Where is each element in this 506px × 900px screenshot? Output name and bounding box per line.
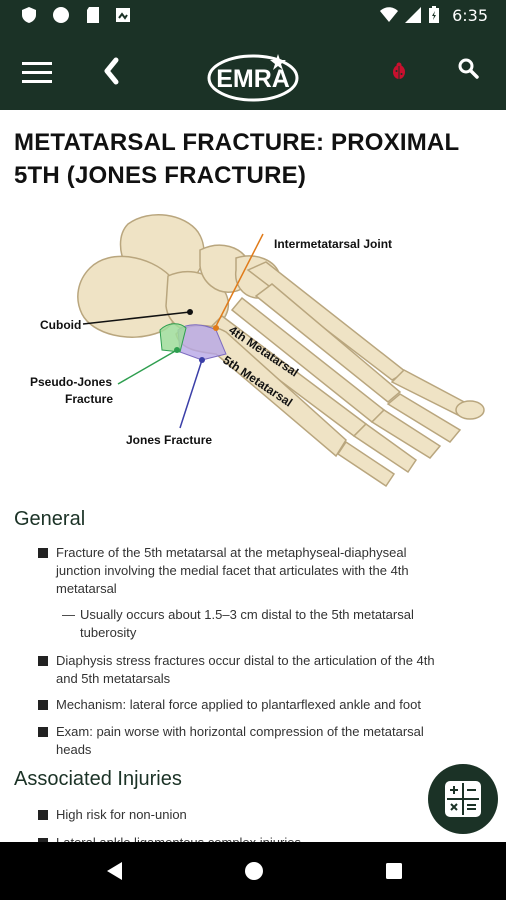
menu-icon[interactable]: [22, 62, 54, 83]
foot-illustration: Intermetatarsal Joint Cuboid Pseudo-Jone…: [30, 213, 485, 488]
app-bar: EMRA: [0, 30, 506, 110]
cast-icon: [116, 8, 130, 22]
bullet-square-icon: [38, 838, 48, 842]
bullet-text: junction involving the medial facet that…: [56, 563, 409, 578]
bullet-text: tuberosity: [80, 625, 137, 640]
dash-icon: —: [62, 607, 75, 622]
bullet-square-icon: [38, 700, 48, 710]
sd-card-icon: [87, 7, 99, 23]
logo-text: EMRA: [216, 65, 290, 93]
status-bar: 6:35: [0, 0, 506, 30]
calculator-icon: [445, 781, 481, 817]
bug-icon[interactable]: [390, 62, 408, 80]
list-item: Mechanism: lateral force applied to plan…: [38, 696, 498, 714]
bullet-square-icon: [38, 548, 48, 558]
back-icon[interactable]: [100, 56, 124, 86]
recents-square-icon[interactable]: [384, 861, 404, 881]
bullet-text: Usually occurs about 1.5–3 cm distal to …: [80, 607, 414, 622]
bullet-text: Mechanism: lateral force applied to plan…: [56, 697, 421, 712]
system-nav-bar: [0, 842, 506, 900]
bullet-square-icon: [38, 656, 48, 666]
section-heading-general: General: [14, 508, 86, 530]
list-item: High risk for non-union: [38, 806, 418, 824]
circle-icon: [53, 7, 69, 23]
bullet-text: heads: [56, 742, 92, 757]
foot-bones: [77, 213, 485, 488]
bullet-text: Lateral ankle ligamentous complex injuri…: [56, 834, 301, 842]
shield-icon: [22, 7, 36, 23]
bullet-text: High risk for non-union: [56, 807, 187, 822]
battery-icon: [429, 6, 439, 23]
list-item: Exam: pain worse with horizontal compres…: [38, 723, 498, 759]
bullet-text: Diaphysis stress fractures occur distal …: [56, 653, 435, 668]
search-icon[interactable]: [456, 56, 480, 80]
bullet-square-icon: [38, 727, 48, 737]
list-item: Diaphysis stress fractures occur distal …: [38, 652, 498, 688]
list-item: Fracture of the 5th metatarsal at the me…: [38, 544, 498, 598]
sub-list-item: — Usually occurs about 1.5–3 cm distal t…: [62, 606, 498, 642]
label-jones-fracture: Jones Fracture: [126, 433, 212, 447]
content-scroll[interactable]: METATARSAL FRACTURE: PROXIMAL 5TH (JONES…: [0, 110, 506, 842]
pseudo-jones-fracture-zone: [159, 323, 187, 353]
bullet-text: metatarsal: [56, 581, 117, 596]
bullet-square-icon: [38, 810, 48, 820]
bullet-text: Fracture of the 5th metatarsal at the me…: [56, 545, 407, 560]
label-pseudo-jones-fracture: Fracture: [65, 392, 113, 406]
label-cuboid: Cuboid: [40, 318, 81, 332]
back-triangle-icon[interactable]: [104, 860, 124, 882]
status-time: 6:35: [452, 6, 488, 25]
page-title: METATARSAL FRACTURE: PROXIMAL 5TH (JONES…: [14, 129, 459, 189]
wifi-icon: [380, 7, 398, 22]
list-item: Lateral ankle ligamentous complex injuri…: [38, 834, 418, 842]
section-heading-associated-injuries: Associated Injuries: [14, 768, 182, 790]
emra-logo[interactable]: EMRA: [206, 48, 302, 104]
cell-signal-icon: [405, 7, 421, 23]
home-circle-icon[interactable]: [243, 860, 265, 882]
label-pseudo-jones: Pseudo-Jones: [30, 375, 112, 389]
bullet-text: and 5th metatarsals: [56, 671, 171, 686]
bullet-text: Exam: pain worse with horizontal compres…: [56, 724, 424, 739]
calculator-button[interactable]: [428, 764, 498, 834]
label-intermetatarsal-joint: Intermetatarsal Joint: [274, 237, 392, 251]
